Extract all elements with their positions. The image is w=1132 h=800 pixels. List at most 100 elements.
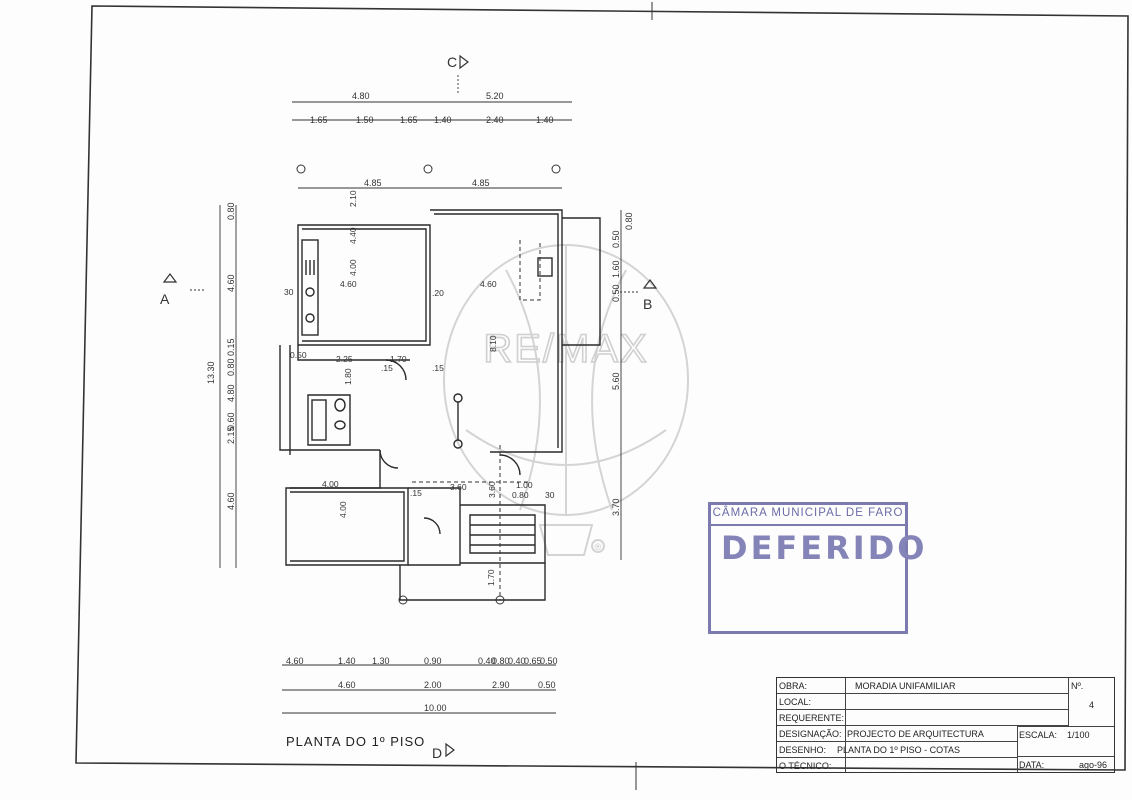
right-dimensions: 0.50 0.80 1.60 0.50 5.60 3.70 (611, 212, 634, 516)
section-marker-b: B (643, 296, 652, 312)
svg-text:4.00: 4.00 (338, 501, 348, 518)
stamp-divider (711, 524, 905, 526)
room-dimensions: 4.60 4.00 4.60 .20 4.40 2.25 1.70 1.80 0… (284, 190, 555, 586)
svg-text:2.10: 2.10 (348, 190, 358, 207)
stamp-authority: CÂMARA MUNICIPAL DE FARO (712, 507, 904, 519)
row-obra: OBRA: MORADIA UNIFAMILIAR (777, 678, 1068, 694)
svg-text:2.00: 2.00 (424, 680, 442, 690)
svg-text:3.60: 3.60 (450, 482, 467, 492)
sheet-frame (75, 2, 1129, 790)
svg-text:1.60: 1.60 (611, 260, 621, 278)
designacao-label: DESIGNAÇÃO: (779, 729, 842, 739)
svg-text:0.40: 0.40 (508, 656, 526, 666)
scale-cell: ESCALA: 1/100 (1017, 726, 1114, 742)
svg-text:.15: .15 (432, 363, 444, 373)
svg-text:0.50: 0.50 (611, 284, 621, 302)
svg-text:1.70: 1.70 (486, 569, 496, 586)
svg-text:1.00: 1.00 (516, 480, 533, 490)
svg-text:0.90: 0.90 (424, 656, 442, 666)
svg-text:8.10: 8.10 (488, 335, 498, 352)
approval-stamp: CÂMARA MUNICIPAL DE FARO DEFERIDO (708, 502, 924, 634)
svg-text:0.40: 0.40 (478, 656, 496, 666)
svg-text:0.80: 0.80 (226, 358, 236, 376)
desenho-label: DESENHO: (779, 745, 827, 755)
svg-text:0.50: 0.50 (538, 680, 556, 690)
svg-text:0.50: 0.50 (611, 230, 621, 248)
svg-text:4.60: 4.60 (226, 492, 236, 510)
svg-text:4.80: 4.80 (352, 91, 370, 101)
dashed-lines (412, 240, 541, 600)
row-local: LOCAL: (777, 694, 1068, 710)
column-markers (296, 164, 561, 605)
svg-text:.15: .15 (410, 488, 422, 498)
numero-label: Nº. (1071, 681, 1084, 691)
svg-text:0.80: 0.80 (512, 490, 529, 500)
bottom-dimensions: 4.60 1.40 1.30 0.90 0.40 0.80 0.40 0.65 … (286, 656, 558, 713)
svg-text:0.80: 0.80 (492, 656, 510, 666)
section-marker-c: C (447, 54, 457, 70)
row-designacao: DESIGNAÇÃO: PROJECTO DE ARQUITECTURA (777, 726, 1017, 742)
obra-value: MORADIA UNIFAMILIAR (855, 681, 956, 691)
row-tecnico: O TÉCNICO: (777, 758, 1017, 774)
svg-text:0.60: 0.60 (226, 412, 236, 430)
svg-text:13.30: 13.30 (206, 361, 216, 384)
svg-text:4.85: 4.85 (364, 178, 382, 188)
section-arrows (162, 54, 658, 758)
svg-text:.15: .15 (381, 363, 393, 373)
escala-label: ESCALA: (1019, 730, 1058, 740)
plan-title: PLANTA DO 1º PISO (286, 734, 426, 749)
svg-text:4.60: 4.60 (226, 274, 236, 292)
svg-text:0.80: 0.80 (226, 202, 236, 220)
svg-text:2.25: 2.25 (336, 354, 353, 364)
watermark-balloon (443, 244, 689, 556)
svg-text:2.40: 2.40 (486, 115, 504, 125)
svg-text:2.90: 2.90 (492, 680, 510, 690)
svg-text:4.00: 4.00 (322, 479, 339, 489)
svg-text:1.40: 1.40 (536, 115, 554, 125)
svg-text:0.65: 0.65 (524, 656, 542, 666)
label-column-divider (845, 678, 846, 772)
obra-label: OBRA: (779, 681, 808, 691)
top-dimensions: 4.80 5.20 1.65 1.50 1.65 1.40 2.40 1.40 … (310, 91, 554, 188)
designacao-value: PROJECTO DE ARQUITECTURA (847, 729, 984, 739)
svg-text:1.65: 1.65 (310, 115, 328, 125)
svg-text:1.65: 1.65 (400, 115, 418, 125)
svg-text:1.40: 1.40 (434, 115, 452, 125)
left-dimensions: 13.30 0.80 4.60 0.15 0.80 4.80 2.15 0.60… (206, 202, 236, 510)
svg-text:30: 30 (284, 287, 294, 297)
svg-text:1.70: 1.70 (390, 354, 407, 364)
section-marker-d: D (432, 745, 442, 761)
building-walls (279, 209, 601, 601)
svg-text:1.50: 1.50 (356, 115, 374, 125)
watermark-text: RE/MAX (483, 327, 648, 371)
scale-column-divider (1017, 726, 1018, 772)
stamp-status: DEFERIDO (721, 529, 928, 567)
data-label: DATA: (1019, 760, 1045, 770)
svg-text:0.50: 0.50 (290, 350, 307, 360)
svg-text:4.40: 4.40 (348, 227, 358, 244)
svg-text:0.80: 0.80 (624, 212, 634, 230)
svg-text:2.15: 2.15 (226, 426, 236, 444)
escala-value: 1/100 (1067, 730, 1090, 740)
svg-text:1.30: 1.30 (372, 656, 390, 666)
data-value: ago-96 (1079, 760, 1108, 770)
svg-text:10.00: 10.00 (424, 703, 447, 713)
svg-text:4.60: 4.60 (286, 656, 304, 666)
svg-text:4.60: 4.60 (340, 279, 357, 289)
requerente-label: REQUERENTE: (779, 713, 845, 723)
svg-text:4.60: 4.60 (480, 279, 497, 289)
svg-text:30: 30 (545, 490, 555, 500)
numero-value: 4 (1089, 700, 1095, 710)
svg-text:3.60: 3.60 (487, 481, 497, 498)
tecnico-label: O TÉCNICO: (779, 761, 832, 771)
svg-text:0.15: 0.15 (226, 338, 236, 356)
section-marker-a: A (160, 291, 170, 307)
title-block: OBRA: MORADIA UNIFAMILIAR LOCAL: REQUERE… (776, 677, 1115, 773)
dimension-lines (190, 75, 640, 714)
svg-text:0.50: 0.50 (540, 656, 558, 666)
svg-text:1.40: 1.40 (338, 656, 356, 666)
row-desenho: DESENHO: PLANTA DO 1º PISO - COTAS (777, 742, 1017, 758)
svg-text:4.60: 4.60 (338, 680, 356, 690)
